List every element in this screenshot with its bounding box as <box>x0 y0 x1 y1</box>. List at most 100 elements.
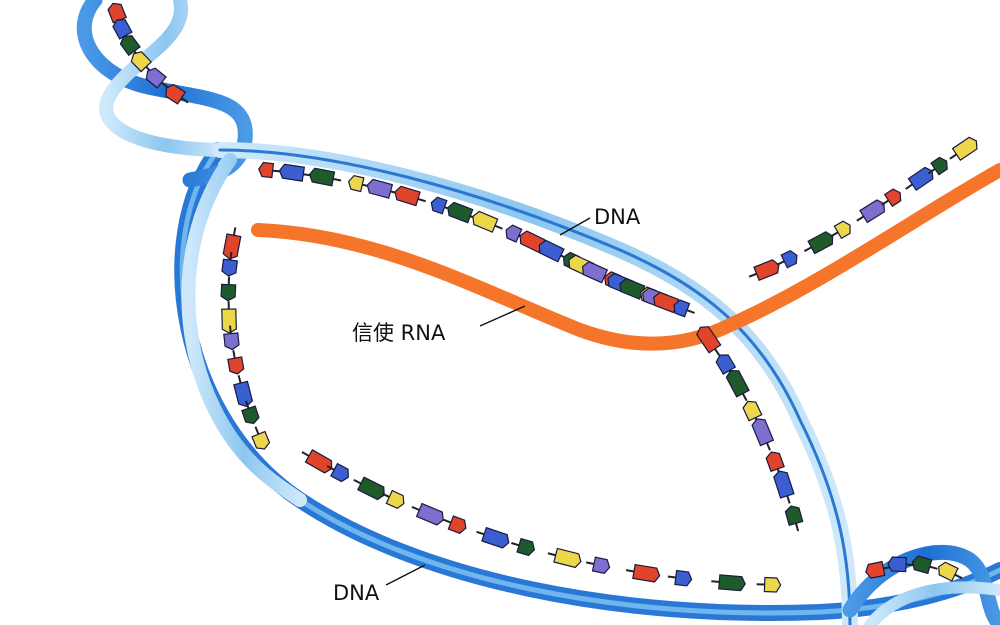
nucleotide-base <box>803 231 834 255</box>
nucleotide-base <box>547 547 582 569</box>
base-body <box>553 547 582 569</box>
base-body <box>865 560 886 579</box>
base-stem <box>237 375 242 384</box>
nucleotide-base <box>911 555 938 575</box>
base-body <box>763 576 782 593</box>
dna-strand-left-descent <box>181 153 307 507</box>
base-body <box>119 35 141 57</box>
base-body <box>347 174 365 193</box>
base-body <box>807 231 834 255</box>
nucleotide-base <box>443 515 467 535</box>
nucleotide-base <box>278 163 312 182</box>
nucleotide-base <box>326 462 349 483</box>
label-mrna: 信使 RNA <box>352 321 446 345</box>
nucleotide-base <box>625 563 661 583</box>
base-body <box>619 277 646 300</box>
base-body <box>833 220 851 240</box>
base-stem <box>229 325 232 334</box>
nucleotide-base <box>887 556 915 573</box>
base-body <box>751 418 775 447</box>
base-body <box>357 476 385 501</box>
leader-dna-top <box>559 217 591 236</box>
base-body <box>223 332 240 351</box>
dna-coding-strand <box>181 142 858 625</box>
base-stem <box>547 552 556 557</box>
nucleotide-base <box>381 489 405 510</box>
nucleotide-base <box>711 574 746 592</box>
base-body <box>938 561 959 582</box>
nucleotide-base <box>476 526 510 549</box>
dna-template-strand <box>174 142 1000 622</box>
base-stem <box>748 272 757 278</box>
nucleotide-base <box>145 67 169 89</box>
base-body <box>753 259 780 282</box>
base-body <box>385 489 405 510</box>
base-body <box>632 563 661 583</box>
base-body <box>304 449 333 474</box>
base-body <box>725 369 750 398</box>
base-body <box>251 430 271 450</box>
label-dna-bottom: DNA <box>333 581 380 605</box>
base-stem <box>856 215 865 222</box>
leader-dna-bottom <box>385 564 426 586</box>
base-body <box>394 185 421 207</box>
base-body <box>221 308 237 334</box>
base-stem <box>776 260 785 266</box>
nucleotide-base <box>756 576 782 593</box>
dna-helix-bottom-strand-b <box>864 581 1000 625</box>
base-body <box>780 250 798 269</box>
base-stem <box>625 569 635 573</box>
nucleotide-base <box>585 556 611 574</box>
base-stem <box>301 451 310 457</box>
base-stem <box>245 400 250 409</box>
base-body <box>222 233 242 260</box>
nucleotide-base <box>696 326 722 357</box>
nucleotide-base <box>830 220 851 240</box>
base-stem <box>381 492 390 498</box>
base-stem <box>494 224 503 230</box>
nucleotide-base <box>776 250 798 269</box>
base-body <box>930 156 948 176</box>
base-body <box>130 51 153 73</box>
base-stem <box>511 542 520 547</box>
nucleotide-base <box>347 174 371 193</box>
base-body <box>227 356 245 375</box>
nucleotide-base <box>411 502 444 526</box>
base-body <box>145 67 167 89</box>
base-stem <box>232 350 236 359</box>
nucleotide-base <box>220 276 237 302</box>
base-body <box>887 556 908 573</box>
base-body <box>472 210 499 233</box>
nucleotide-base <box>221 301 237 334</box>
base-body <box>233 380 254 407</box>
nucleotide-base <box>353 476 385 501</box>
nucleotide-base <box>748 259 780 282</box>
nucleotide-base <box>938 561 963 582</box>
base-body <box>220 283 237 302</box>
nucleotide-base <box>258 161 281 179</box>
base-stem <box>326 465 335 471</box>
label-mrna-group: 信使 RNA <box>352 305 526 345</box>
nucleotide-base <box>725 369 750 402</box>
base-stem <box>929 565 938 570</box>
base-body <box>112 19 133 40</box>
base-stem <box>830 231 839 238</box>
nucleotide-base <box>865 560 892 579</box>
base-body <box>366 178 394 199</box>
base-stem <box>927 168 936 175</box>
base-stem <box>766 442 771 451</box>
nucleotide-base <box>394 185 426 207</box>
base-body <box>696 326 722 354</box>
nucleotide-base <box>241 400 260 425</box>
base-body <box>911 555 933 575</box>
base-stem <box>353 479 362 485</box>
base-body <box>674 569 693 587</box>
nucleotide-base <box>472 210 503 233</box>
base-body <box>715 354 737 375</box>
base-body <box>165 83 187 105</box>
base-stem <box>794 523 800 532</box>
base-body <box>278 163 306 182</box>
base-body <box>516 537 536 557</box>
base-body <box>330 462 349 483</box>
